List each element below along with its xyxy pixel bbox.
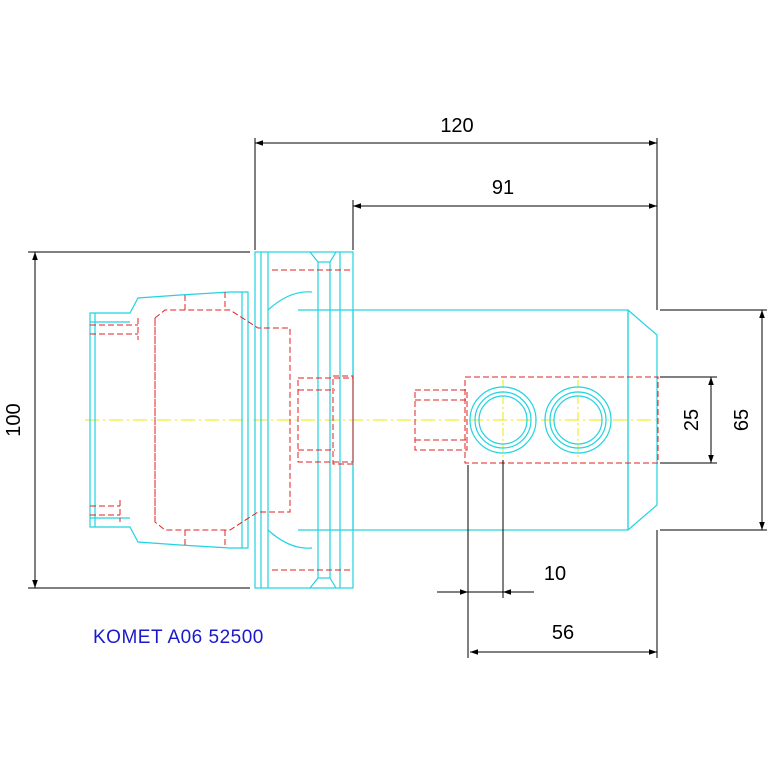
bore-left (469, 386, 537, 454)
dim-bore-spacing: 25 (681, 409, 703, 431)
dim-flange-diameter: 100 (3, 403, 25, 436)
dim-bore-offset: 10 (544, 563, 566, 585)
dimension-lines (28, 138, 767, 658)
dim-body-height: 65 (731, 409, 753, 431)
hidden-lines (90, 269, 659, 571)
part-outline (89, 251, 658, 589)
part-label: KOMET A06 52500 (93, 627, 264, 648)
dim-body-length: 91 (492, 177, 514, 199)
dim-bore-to-end: 56 (552, 622, 574, 644)
bore-right (544, 386, 612, 454)
dim-overall-length: 120 (440, 115, 473, 137)
